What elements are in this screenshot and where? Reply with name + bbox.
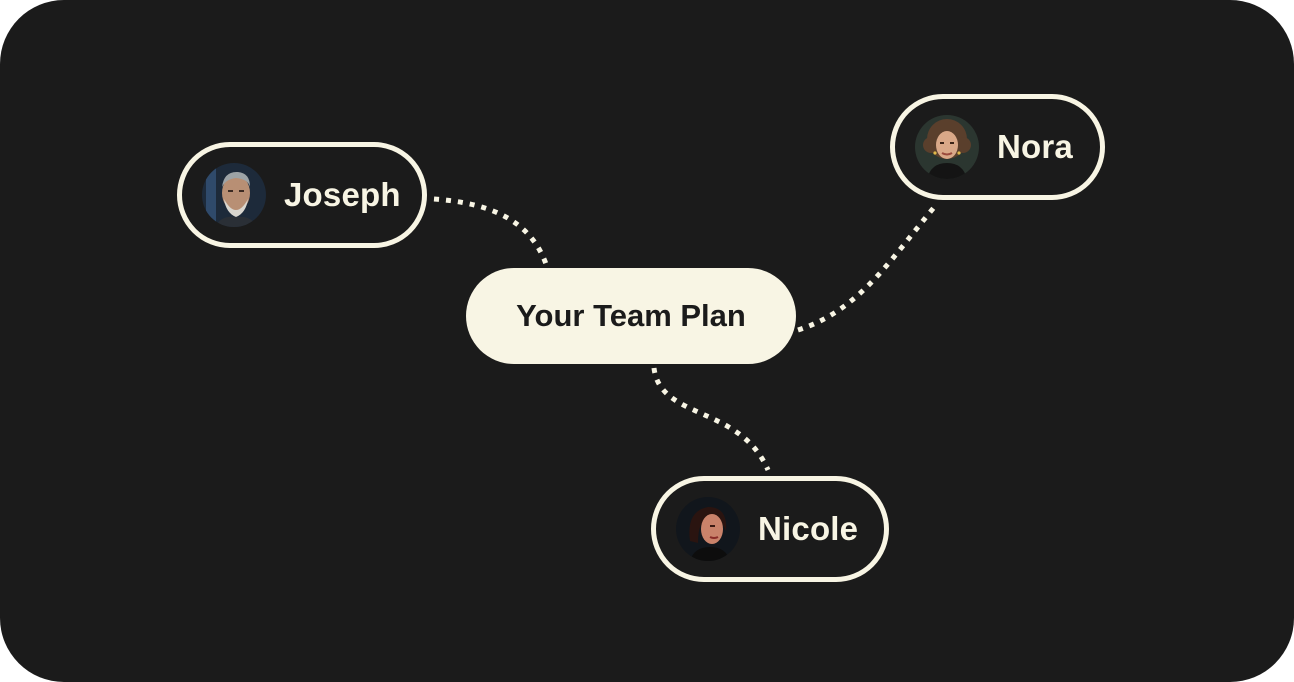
avatar <box>676 497 740 561</box>
connector-nora <box>798 205 936 330</box>
member-node-nicole[interactable]: Nicole <box>651 476 889 582</box>
connector-joseph <box>434 199 546 264</box>
member-name: Joseph <box>284 176 401 214</box>
member-name: Nicole <box>758 510 858 548</box>
connector-nicole <box>654 368 768 470</box>
older-man-portrait-icon <box>202 163 266 227</box>
member-node-joseph[interactable]: Joseph <box>177 142 427 248</box>
woman-profile-portrait-icon <box>676 497 740 561</box>
member-node-nora[interactable]: Nora <box>890 94 1105 200</box>
center-node-label: Your Team Plan <box>516 298 746 334</box>
avatar <box>202 163 266 227</box>
member-name: Nora <box>997 128 1073 166</box>
center-node[interactable]: Your Team Plan <box>466 268 796 364</box>
avatar <box>915 115 979 179</box>
curly-hair-woman-portrait-icon <box>915 115 979 179</box>
